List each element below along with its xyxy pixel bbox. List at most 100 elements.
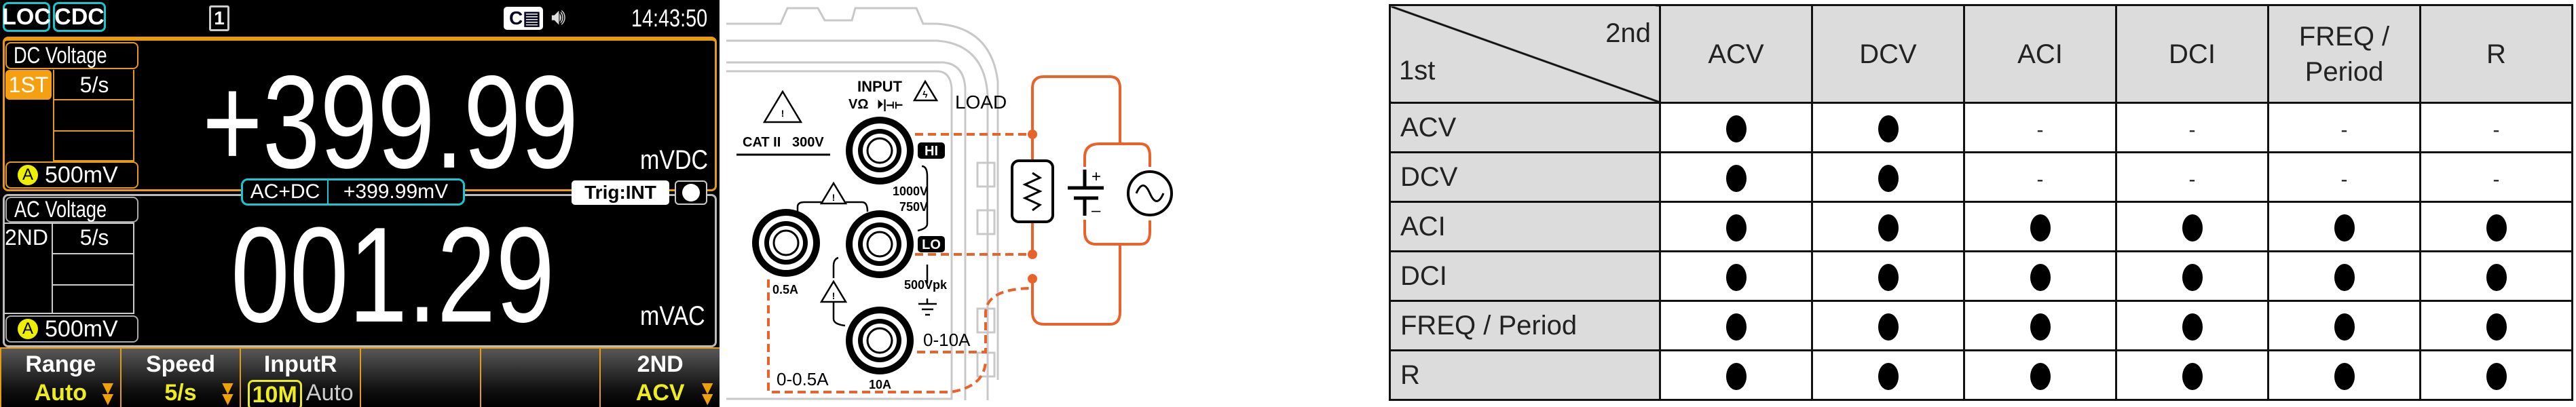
secondary-slot-badge: 2ND bbox=[5, 225, 49, 250]
junction-dot bbox=[1028, 130, 1037, 139]
supported-dot-icon: ● bbox=[1725, 263, 1747, 291]
table-cell: - bbox=[1963, 102, 2117, 153]
speaker-icon: 🔊︎ bbox=[551, 4, 566, 30]
secondary-range-value: 500mV bbox=[45, 315, 118, 342]
supported-dot-icon: ● bbox=[2182, 313, 2203, 341]
column-header: DCV bbox=[1811, 4, 1965, 104]
memory-number: 1 bbox=[214, 7, 225, 28]
primary-function-label[interactable]: DC Voltage bbox=[5, 42, 138, 69]
lo-jack bbox=[846, 210, 914, 278]
corner-1st-label: 1st bbox=[1399, 56, 1436, 85]
softkey-value: 5/s bbox=[164, 380, 197, 406]
lo-label-bg bbox=[918, 236, 945, 252]
junction-dot bbox=[1028, 250, 1037, 259]
supported-dot-icon: ● bbox=[2334, 214, 2355, 241]
table-cell: ● bbox=[1963, 250, 2117, 302]
row-header: ACV bbox=[1389, 102, 1661, 153]
table-cell: - bbox=[2267, 151, 2421, 203]
supported-dot-icon: ● bbox=[1725, 214, 1747, 241]
table-cell: ● bbox=[2267, 250, 2421, 302]
supported-dot-icon: ● bbox=[2182, 214, 2203, 241]
inputr-selected: 10M bbox=[247, 380, 302, 407]
secondary-function-label[interactable]: AC Voltage bbox=[5, 197, 138, 222]
table-cell: ● bbox=[2267, 349, 2421, 401]
table-cell: - bbox=[2419, 102, 2573, 153]
supported-dot-icon: ● bbox=[2334, 362, 2355, 390]
clock-time: 14:43:50 bbox=[631, 4, 708, 32]
acdc-value: +399.99mV bbox=[343, 180, 449, 203]
hi-label: HI bbox=[925, 144, 938, 159]
row-header: ACI bbox=[1389, 201, 1661, 252]
column-header: ACI bbox=[1963, 4, 2117, 104]
table-cell: ● bbox=[2419, 201, 2573, 252]
table-cell: - bbox=[2419, 151, 2573, 203]
supported-dot-icon: ● bbox=[1878, 115, 1899, 142]
vpk-label: 500Vpk bbox=[904, 278, 948, 292]
secondary-reading: 001.29 bbox=[231, 199, 555, 351]
dropdown-arrow-icon: ▼▼ bbox=[98, 377, 117, 407]
secondary-rate: 5/s bbox=[79, 225, 109, 250]
resistor-zigzag bbox=[1022, 172, 1043, 212]
usb-icon: C▤ bbox=[504, 7, 543, 30]
junction-dot bbox=[1028, 274, 1037, 284]
column-header: FREQ / Period bbox=[2267, 4, 2421, 104]
unsupported-dash: - bbox=[2188, 118, 2196, 141]
secondary-grid bbox=[4, 222, 134, 314]
cdc-label: CDC bbox=[54, 3, 105, 30]
unsupported-dash: - bbox=[2340, 168, 2348, 191]
primary-rate: 5/s bbox=[79, 72, 109, 97]
run-circle-icon bbox=[682, 184, 700, 201]
table-cell: ● bbox=[2115, 201, 2269, 252]
table-cell: ● bbox=[1659, 201, 1813, 252]
table-header-row: 2nd 1st ACV DCV ACI DCI FREQ / Period R bbox=[1389, 4, 2573, 104]
supported-dot-icon: ● bbox=[1725, 362, 1747, 390]
softkey-value: Auto bbox=[34, 380, 88, 406]
column-header: DCI bbox=[2115, 4, 2269, 104]
dropdown-arrow-icon: ▼▼ bbox=[218, 377, 238, 407]
supported-dot-icon: ● bbox=[1878, 313, 1899, 341]
row-header: R bbox=[1389, 349, 1661, 401]
corner-header: 2nd 1st bbox=[1389, 4, 1661, 104]
instrument-outline bbox=[726, 7, 999, 400]
table-cell: ● bbox=[1659, 349, 1813, 401]
primary-grid bbox=[53, 70, 134, 161]
table-cell: ● bbox=[2115, 300, 2269, 351]
dropdown-arrow-icon: ▼▼ bbox=[698, 377, 717, 407]
unsupported-dash: - bbox=[2340, 118, 2348, 141]
table-cell: ● bbox=[2419, 300, 2573, 351]
hi-label-bg bbox=[918, 142, 945, 159]
supported-dot-icon: ● bbox=[2486, 263, 2507, 291]
warning-exclaim: ! bbox=[832, 290, 836, 301]
softkey-value: ACV bbox=[635, 380, 685, 406]
table-cell: ● bbox=[1963, 349, 2117, 401]
minus-sign: – bbox=[1091, 201, 1101, 220]
warning-exclaim: ! bbox=[832, 192, 836, 203]
circuit-wires bbox=[1031, 75, 1151, 326]
table-cell: ● bbox=[1963, 300, 2117, 351]
supported-dot-icon: ● bbox=[2030, 263, 2051, 291]
supported-dot-icon: ● bbox=[2334, 263, 2355, 291]
table-cell: ● bbox=[1659, 250, 1813, 302]
primary-slot-badge: 1ST bbox=[5, 70, 52, 100]
half-amp-label: 0.5A bbox=[772, 283, 798, 296]
table-cell: ● bbox=[2419, 250, 2573, 302]
table-cell: - bbox=[2115, 151, 2269, 203]
softkey-empty-5[interactable] bbox=[479, 347, 600, 407]
plus-sign: + bbox=[1091, 168, 1101, 186]
table-cell: ● bbox=[1659, 102, 1813, 153]
loc-badge: LOC bbox=[2, 2, 51, 32]
table-cell: ● bbox=[1659, 151, 1813, 203]
softkey-empty-4[interactable] bbox=[360, 347, 480, 407]
v1000-label: 1000V bbox=[893, 185, 928, 198]
ten-amp-label: 10A bbox=[869, 378, 891, 391]
lo-label: LO bbox=[922, 237, 941, 252]
unsupported-dash: - bbox=[2493, 118, 2500, 141]
trigger-badge[interactable]: Trig:INT bbox=[572, 180, 669, 205]
table-row: R●●●●●● bbox=[1389, 349, 2573, 401]
